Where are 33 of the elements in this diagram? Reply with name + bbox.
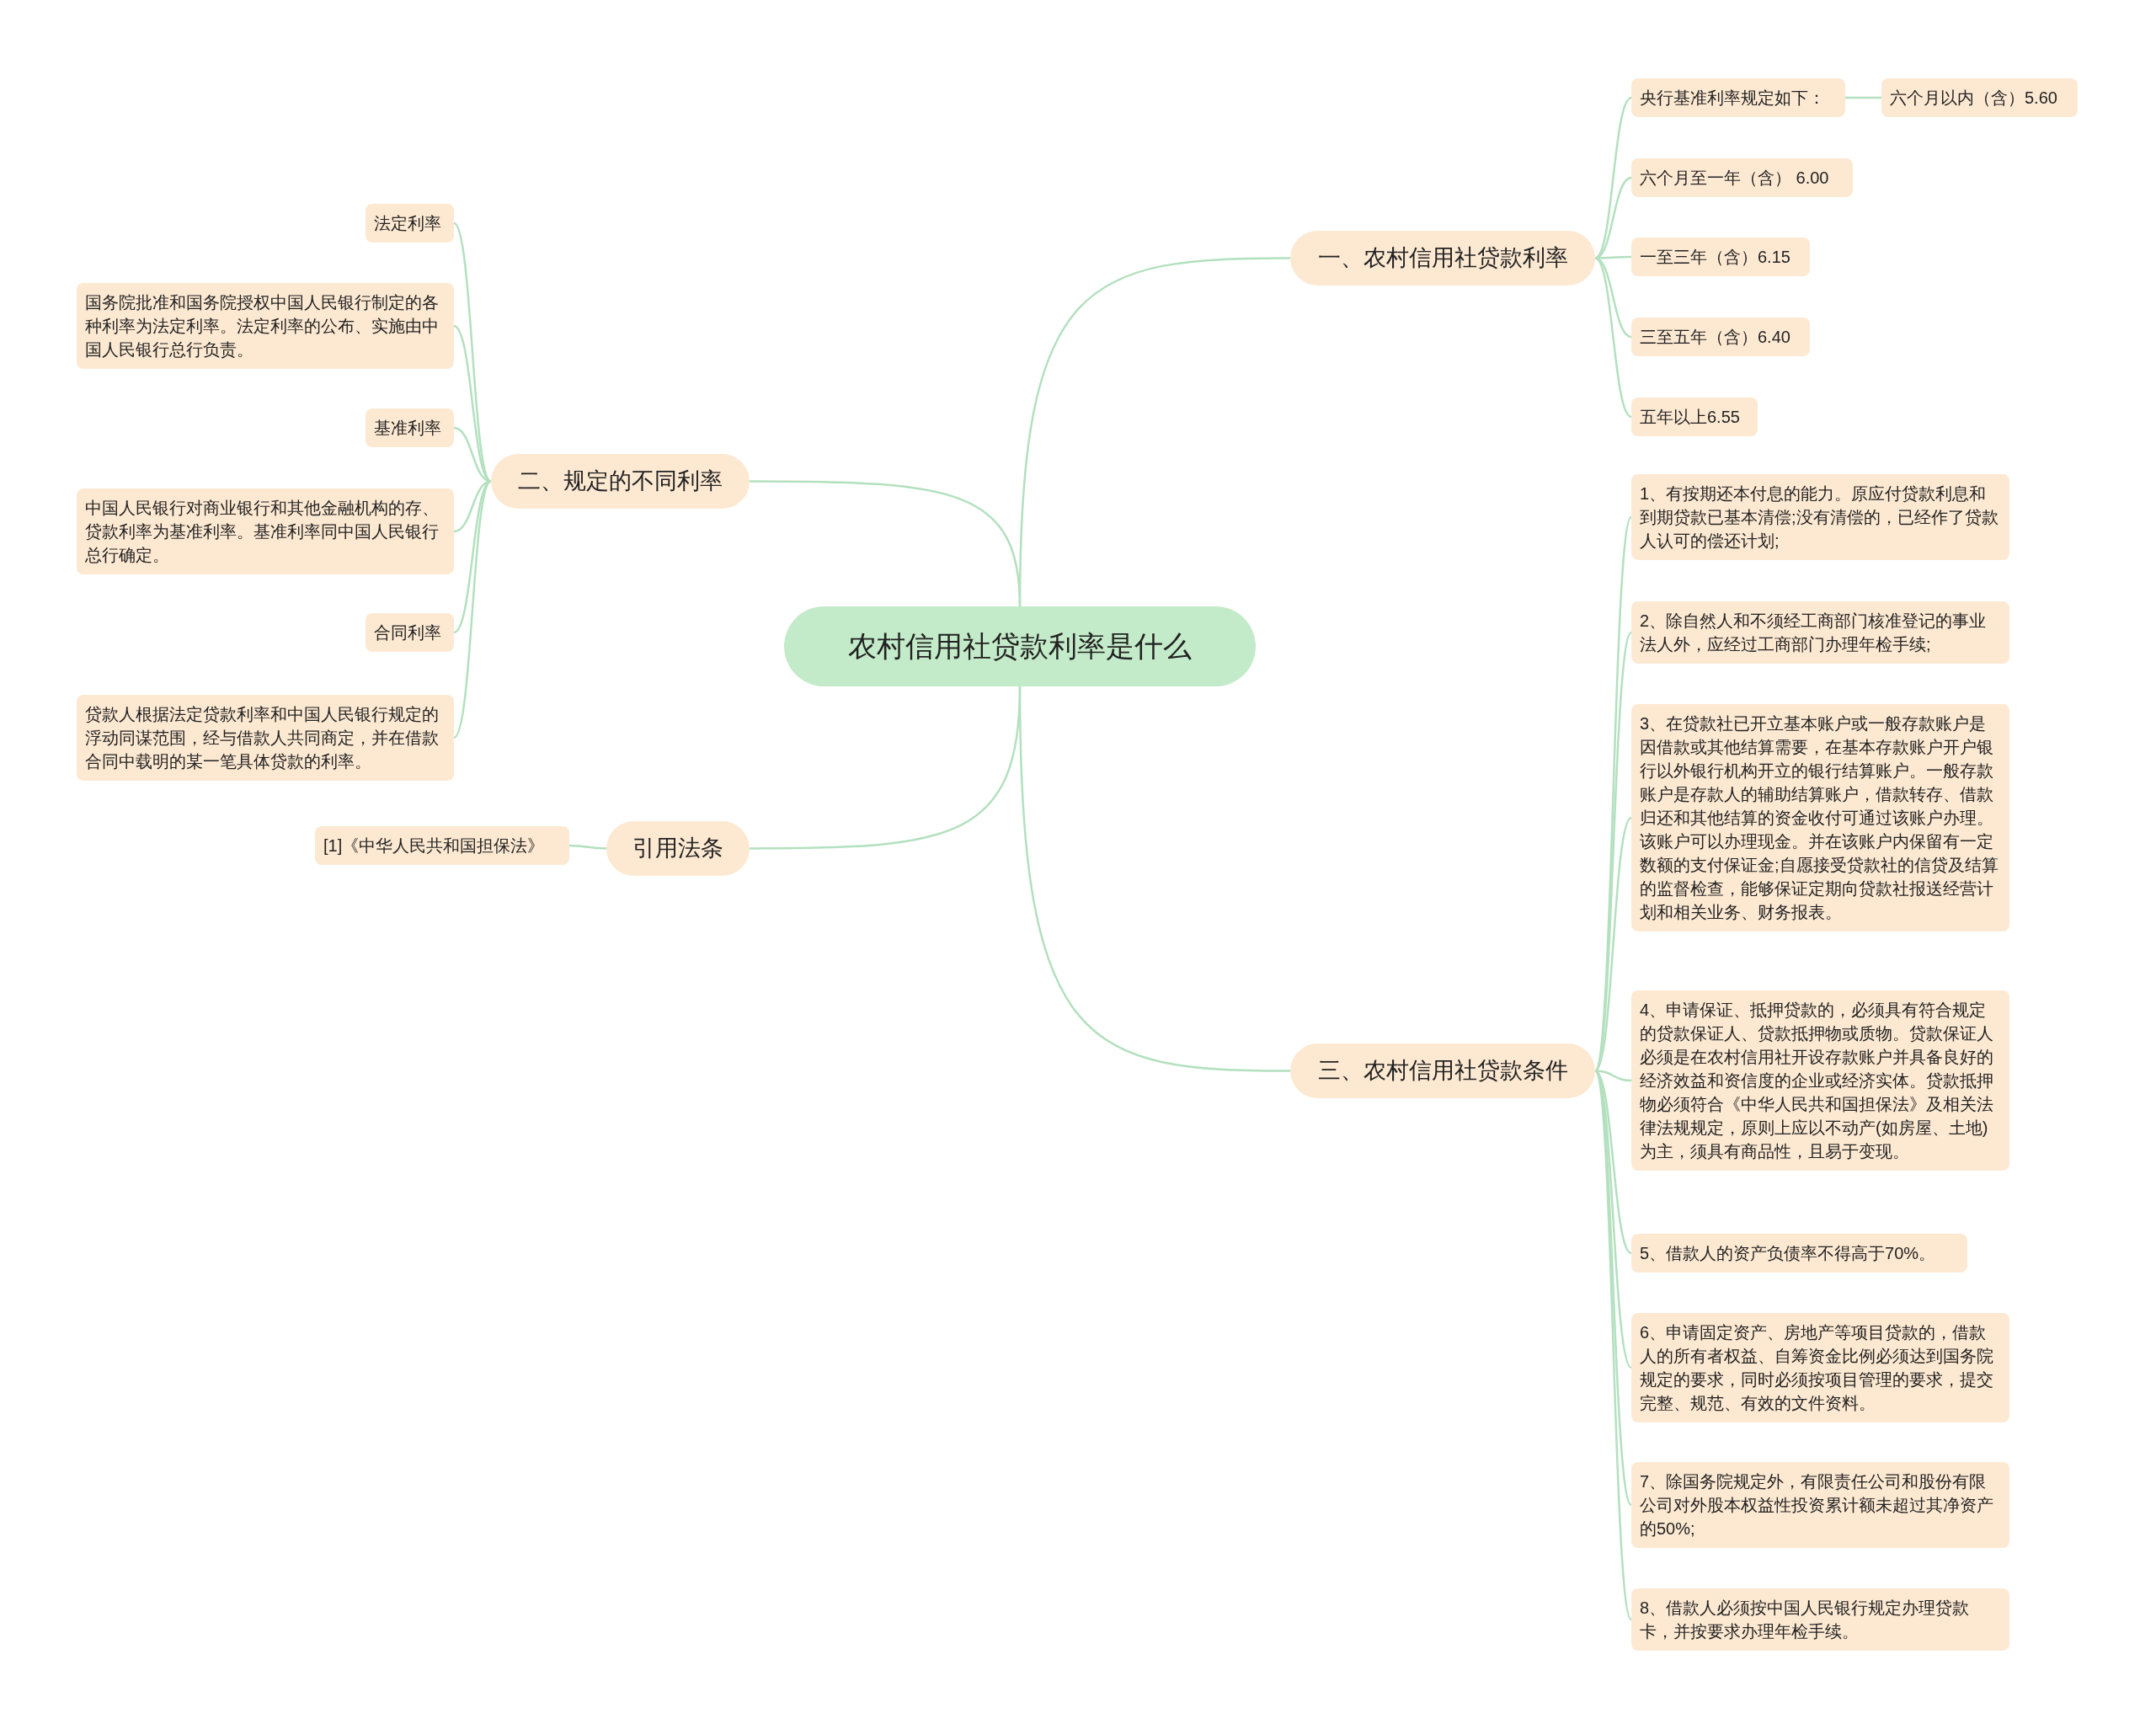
leaf-topic: 中国人民银行对商业银行和其他金融机构的存、贷款利率为基准利率。基准利率同中国人民银行总行确定。 (77, 488, 454, 574)
branch-topic: 引用法条 (606, 821, 750, 876)
connector-line (569, 844, 606, 850)
leaf-topic: 合同利率 (366, 613, 454, 652)
branch-topic: 一、农村信用社贷款利率 (1290, 231, 1595, 285)
central-topic: 农村信用社贷款利率是什么 (784, 606, 1256, 686)
leaf-topic: 贷款人根据法定贷款利率和中国人民银行规定的浮动同谋范围，经与借款人共同商定，并在借款合同中载明的某一笔具体贷款的利率。 (77, 695, 454, 781)
leaf-topic: [1]《中华人民共和国担保法》 (315, 826, 569, 865)
leaf-topic: 2、除自然人和不须经工商部门核准登记的事业法人外，应经过工商部门办理年检手续; (1631, 601, 2009, 664)
branch-topic: 三、农村信用社贷款条件 (1290, 1043, 1595, 1098)
leaf-topic: 五年以上6.55 (1631, 398, 1758, 436)
leaf-topic: 8、借款人必须按中国人民银行规定办理贷款卡，并按要求办理年检手续。 (1631, 1588, 2009, 1651)
leaf-topic: 国务院批准和国务院授权中国人民银行制定的各种利率为法定利率。法定利率的公布、实施由中国人民银行总行负责。 (77, 283, 454, 369)
connector-line (750, 480, 1022, 607)
branch-topic: 二、规定的不同利率 (491, 454, 750, 509)
leaf-topic: 三至五年（含）6.40 (1631, 318, 1810, 356)
leaf-topic: 六个月至一年（含） 6.00 (1631, 158, 1853, 197)
connector-line (1594, 97, 1632, 259)
connector-line (1018, 686, 1290, 1072)
leaf-topic: 3、在贷款社已开立基本账户或一般存款账户是因借款或其他结算需要，在基本存款账户开户银行以外银行机构开立的银行结算账户。一般存款账户是存款人的辅助结算账户，借款转存、借款归还和其他结算的资金收付可通过该账户办理。该账户可以办理现金。并在该账户内保留有一定数额的支付保证金;自愿接受贷款社的信贷及结算的监督检查，能够保证定期向贷款社报送经营计划和相关业务、财务报表。 (1631, 704, 2009, 931)
connector-line (1845, 96, 1881, 99)
leaf-topic: 法定利率 (366, 204, 454, 243)
leaf-topic: 6、申请固定资产、房地产等项目贷款的，借款人的所有者权益、自筹资金比例必须达到国务院规定的要求，同时必须按项目管理的要求，提交完整、规范、有效的文件资料。 (1631, 1313, 2009, 1422)
leaf-topic: 一至三年（含）6.15 (1631, 237, 1810, 276)
leaf-topic: 5、借款人的资产负债率不得高于70%。 (1631, 1234, 1967, 1273)
leaf-topic: 基准利率 (366, 408, 454, 447)
leaf-topic: 4、申请保证、抵押贷款的，必须具有符合规定的贷款保证人、贷款抵押物或质物。贷款保证人必须是在农村信用社开设存款账户并具备良好的经济效益和资信度的企业或经济实体。贷款抵押物必须符合《中华人民共和国担保法》及相关法律法规规定，原则上应以不动产(如房屋、土地)为主，须具有商品性，且易于变现。 (1631, 990, 2009, 1171)
leaf-topic: 央行基准利率规定如下： (1631, 78, 1845, 117)
leaf-topic: 7、除国务院规定外，有限责任公司和股份有限公司对外股本权益性投资累计额未超过其净资产的50%; (1631, 1462, 2009, 1548)
leaf-topic: 1、有按期还本付息的能力。原应付贷款利息和到期贷款已基本清偿;没有清偿的，已经作了贷款人认可的偿还计划; (1631, 474, 2009, 560)
leaf-topic: 六个月以内（含）5.60 (1881, 78, 2078, 117)
connector-line (453, 480, 492, 739)
connector-line (1594, 257, 1632, 418)
